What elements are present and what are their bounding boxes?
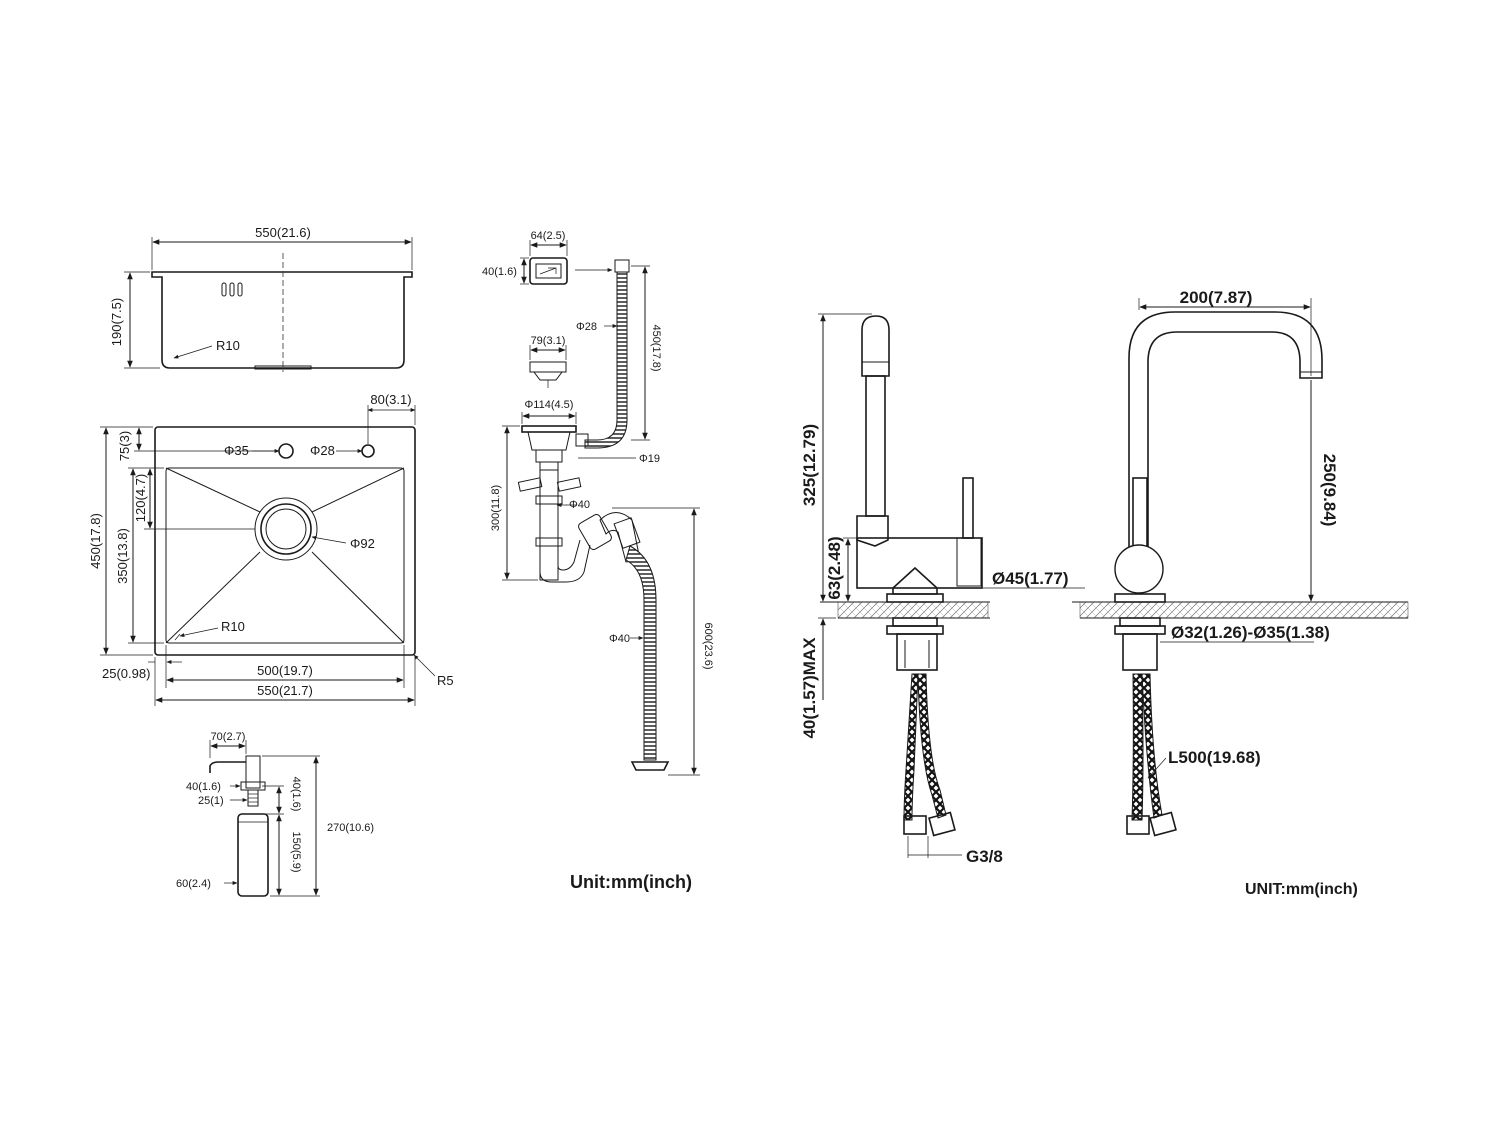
- overall-depth-label: 450(17.8): [88, 513, 103, 569]
- hose-dia-label: Φ40: [609, 633, 630, 645]
- dispenser-nut-label: 40(1.6): [186, 781, 221, 793]
- hole-offset-label: 75(3): [117, 431, 132, 461]
- overflow-height-label: 40(1.6): [482, 266, 517, 278]
- reach-label: 200(7.87): [1180, 288, 1253, 307]
- base-dia-label: Ø45(1.77): [992, 569, 1069, 588]
- flange-label: 25(0.98): [102, 666, 150, 681]
- unit-label-left: Unit:mm(inch): [570, 872, 692, 892]
- sink-side-view: 550(21.6) 190(7.5) R10: [109, 225, 413, 372]
- pipe-dia-label: Φ40: [569, 499, 590, 511]
- tap-hole-label: Φ35: [224, 443, 249, 458]
- flange-dia-label: Φ114(4.5): [525, 399, 574, 411]
- dispenser-total-label: 270(10.6): [327, 822, 374, 834]
- bowl-width-label: 500(19.7): [257, 663, 313, 678]
- corner-radius-label: R5: [437, 673, 454, 688]
- trap-height-label: 300(11.8): [490, 485, 502, 531]
- dispenser-bottle-label: 150(5.9): [290, 832, 302, 873]
- drain-dia-label: Φ92: [350, 536, 375, 551]
- max-deck-label: 40(1.57)MAX: [800, 637, 819, 739]
- connector-label: G3/8: [966, 847, 1003, 866]
- bowl-depth-label: 350(13.8): [115, 528, 130, 584]
- drain-offset-label: 120(4.7): [133, 474, 148, 522]
- dispenser-body-label: 60(2.4): [176, 878, 211, 890]
- overflow-width-label: 64(2.5): [531, 230, 566, 242]
- dispenser-pump-label: 40(1.6): [290, 777, 302, 812]
- dispenser-spout-label: 70(2.7): [211, 731, 246, 743]
- faucet-front-view: G3/8 325(12.79) 63(2.48) Ø45(1.77) 40(1.…: [800, 313, 1085, 866]
- spout-height-label: 250(9.84): [1320, 454, 1339, 527]
- side-height-label: 190(7.5): [109, 298, 124, 346]
- overflow-hose-dia-label: Φ28: [576, 321, 597, 333]
- unit-label-right: UNIT:mm(inch): [1245, 881, 1358, 898]
- dispenser-thread-label: 25(1): [198, 795, 224, 807]
- hose-length-label: 600(23.6): [702, 622, 714, 669]
- faucet-side-view: 200(7.87) 250(9.84) Ø32(1.26)-Ø35(1.38) …: [1072, 288, 1409, 837]
- side-radius-label: R10: [216, 338, 240, 353]
- drain-assembly: 64(2.5) 40(1.6) Φ28 450(17.8) 79(3.1) Φ1…: [482, 230, 714, 776]
- hole-spacing-label: 80(3.1): [370, 392, 411, 407]
- sink-top-view: Φ35 Φ28 80(3.1) Φ92 R10 R5 450(17.8) 350…: [88, 392, 454, 706]
- overall-width-label: 550(21.7): [257, 683, 313, 698]
- side-hose-length-label: L500(19.68): [1168, 748, 1261, 767]
- total-height-label: 325(12.79): [800, 424, 819, 506]
- basket-dia-label: 79(3.1): [531, 335, 566, 347]
- inner-radius-label: R10: [221, 619, 245, 634]
- body-height-label: 63(2.48): [825, 536, 844, 599]
- dispenser-hole-label: Φ28: [310, 443, 335, 458]
- side-width-label: 550(21.6): [255, 225, 311, 240]
- side-outlet-label: Φ19: [639, 453, 660, 465]
- hole-range-label: Ø32(1.26)-Ø35(1.38): [1171, 623, 1330, 642]
- overflow-hose-length-label: 450(17.8): [650, 324, 662, 371]
- soap-dispenser: 70(2.7) 40(1.6) 25(1) 60(2.4) 40(1.6) 15…: [176, 731, 374, 897]
